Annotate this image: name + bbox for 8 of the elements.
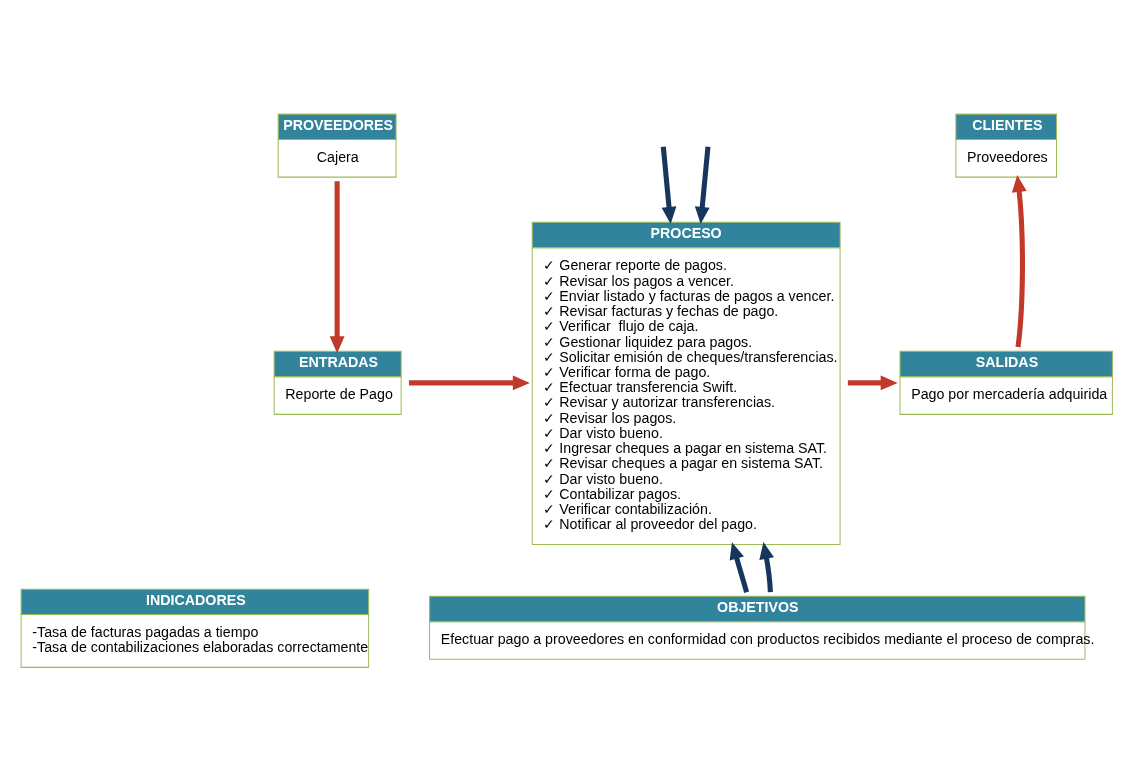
arrow	[694, 146, 711, 224]
arrow	[847, 374, 898, 390]
arrow	[729, 541, 750, 593]
arrow	[759, 541, 774, 592]
arrow	[660, 146, 677, 224]
arrow	[1011, 174, 1027, 347]
arrow	[329, 180, 345, 353]
arrow	[408, 374, 530, 390]
